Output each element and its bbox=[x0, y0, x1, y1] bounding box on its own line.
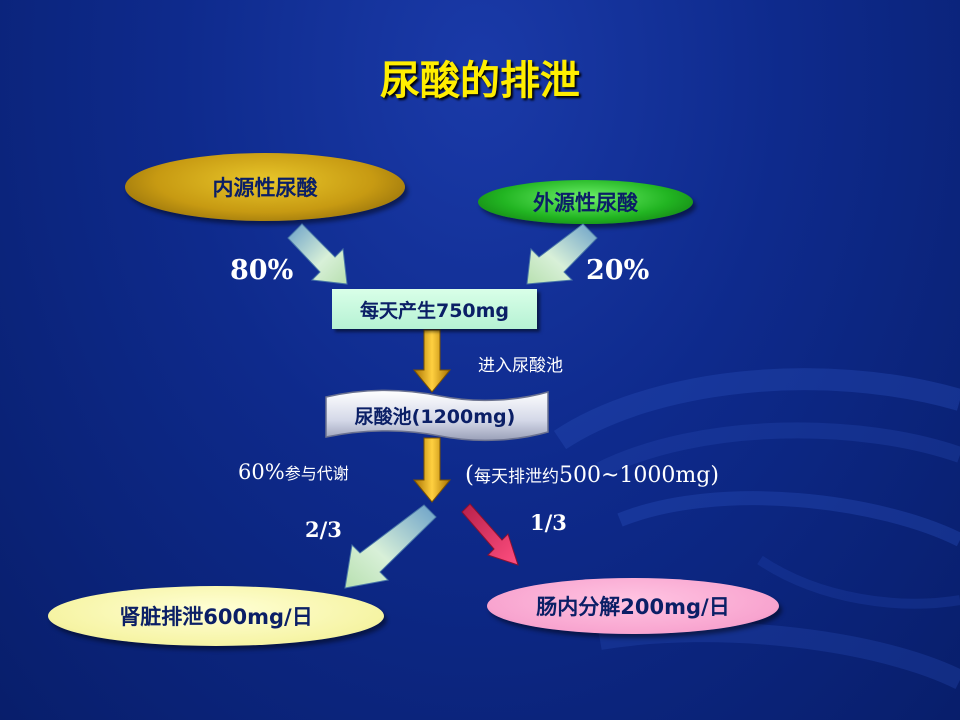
metabolism-text: 参与代谢 bbox=[284, 464, 349, 483]
metabolism-note: 60% 参与代谢 bbox=[238, 460, 349, 484]
endogenous-arrow bbox=[287, 223, 348, 285]
intestine-fraction: 1/3 bbox=[530, 510, 567, 535]
kidney-excretion-node: 肾脏排泄600mg/日 bbox=[48, 586, 384, 646]
uric-acid-pool-label: 尿酸池(1200mg) bbox=[354, 405, 516, 428]
from-pool-arrow bbox=[412, 437, 452, 503]
kidney-arrow bbox=[344, 504, 437, 589]
exogenous-uric-acid-node: 外源性尿酸 bbox=[478, 180, 693, 224]
intestine-arrow bbox=[461, 503, 519, 566]
metabolism-percent: 60% bbox=[238, 460, 285, 484]
kidney-fraction: 2/3 bbox=[305, 517, 342, 542]
endogenous-percent: 80% bbox=[230, 255, 294, 286]
to-pool-arrow bbox=[412, 329, 452, 393]
intestinal-decomposition-node: 肠内分解200mg/日 bbox=[487, 578, 779, 634]
excretion-range: 500~1000mg) bbox=[558, 463, 719, 488]
uric-acid-pool-shape bbox=[325, 389, 549, 442]
endogenous-uric-acid-node: 内源性尿酸 bbox=[125, 153, 405, 221]
excretion-text: 每天排泄约 bbox=[473, 467, 559, 487]
excretion-note: ( 每天排泄约 500~1000mg) bbox=[465, 462, 719, 488]
exogenous-arrow bbox=[526, 223, 598, 285]
excretion-open-paren: ( bbox=[465, 462, 474, 488]
enter-pool-label: 进入尿酸池 bbox=[478, 356, 563, 376]
daily-production-box: 每天产生750mg bbox=[332, 289, 537, 329]
page-title: 尿酸的排泄 bbox=[380, 58, 580, 104]
exogenous-percent: 20% bbox=[586, 255, 650, 286]
